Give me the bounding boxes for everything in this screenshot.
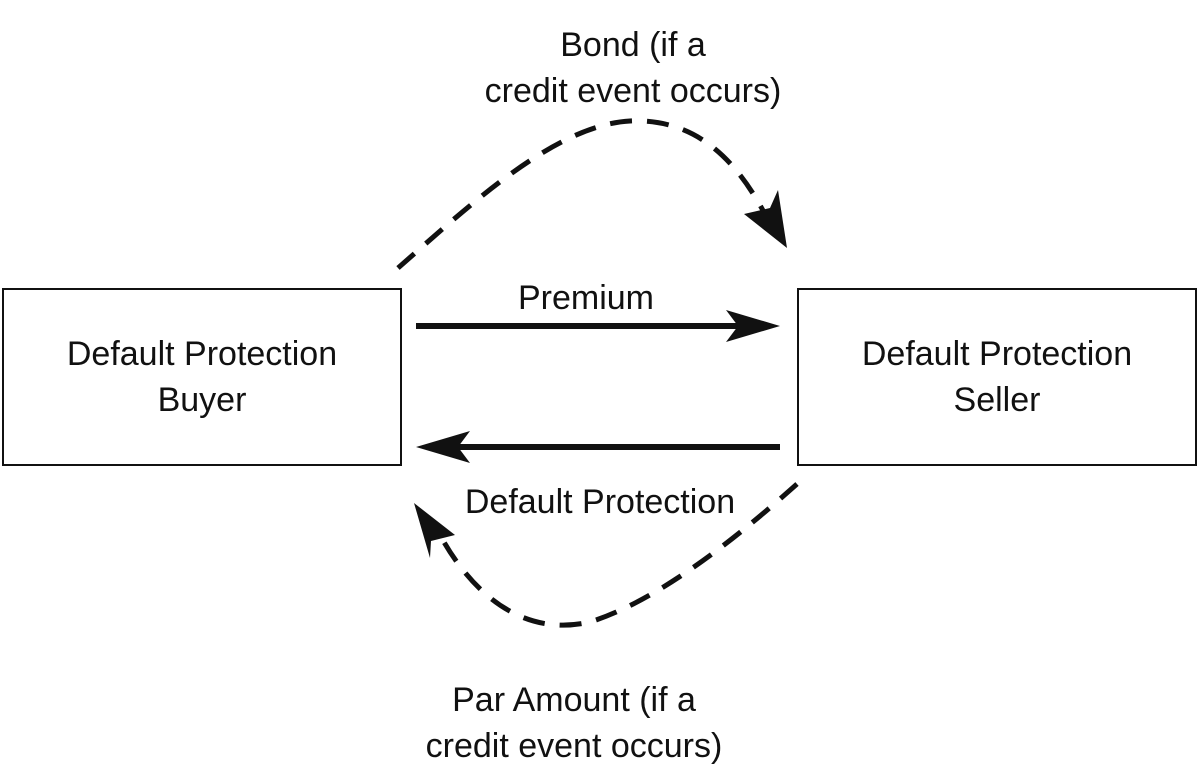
bond-flow-arrowhead <box>744 190 787 248</box>
seller-label-line2: Seller <box>953 381 1041 419</box>
par-label-line1: Par Amount (if a <box>452 681 696 719</box>
bond-label-line2: credit event occurs) <box>484 72 782 110</box>
par-amount-flow-arrowhead <box>414 503 455 558</box>
bond-flow-label: Bond (if a credit event occurs) <box>433 22 833 114</box>
buyer-label-line1: Default Protection <box>66 335 338 373</box>
par-amount-flow-label: Par Amount (if a credit event occurs) <box>374 677 774 769</box>
par-amount-flow-arrow <box>437 482 799 628</box>
bond-label-line1: Bond (if a <box>560 26 706 64</box>
bond-flow-arrow <box>396 118 771 270</box>
par-label-line2: credit event occurs) <box>425 727 723 765</box>
default-protection-buyer-box: Default Protection Buyer <box>2 288 402 466</box>
premium-flow-label: Premium <box>517 279 655 317</box>
default-protection-seller-box: Default Protection Seller <box>797 288 1197 466</box>
premium-flow-arrowhead <box>726 310 780 342</box>
default-protection-flow-arrowhead <box>416 431 470 463</box>
seller-label-line1: Default Protection <box>861 335 1133 373</box>
buyer-label-line2: Buyer <box>157 381 247 419</box>
default-protection-flow-label: Default Protection <box>464 483 736 521</box>
